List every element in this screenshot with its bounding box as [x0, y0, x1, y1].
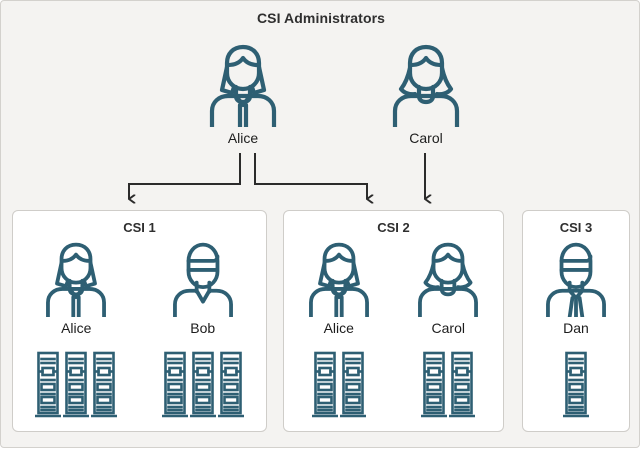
member-label: Dan — [563, 320, 589, 336]
member-alice[interactable]: Alice — [28, 241, 124, 337]
server-rack-icon — [421, 351, 448, 418]
person-female-wavy-hair-icon — [378, 43, 474, 127]
person-female-wavy-hair-icon — [400, 241, 496, 317]
group-members: Dan — [523, 241, 629, 337]
connector-alice-csi2 — [254, 153, 367, 199]
admin-alice[interactable]: Alice — [195, 43, 291, 147]
member-label: Carol — [431, 320, 465, 336]
person-female-long-hair-tie-icon — [28, 241, 124, 317]
person-male-vneck-icon — [155, 241, 251, 317]
member-label: Alice — [61, 320, 92, 336]
server-racks — [284, 351, 503, 419]
member-bob[interactable]: Bob — [155, 241, 251, 337]
admin-carol[interactable]: Carol — [378, 43, 474, 147]
rack-cluster-dan — [528, 351, 624, 419]
server-rack-icon — [91, 351, 118, 418]
group-title: CSI 2 — [377, 220, 410, 235]
person-female-long-hair-tie-icon — [195, 43, 291, 127]
group-panel-csi-1[interactable]: CSI 1 Alice — [12, 210, 267, 432]
rack-cluster-alice — [291, 351, 387, 419]
server-rack-icon — [35, 351, 62, 418]
member-label: Alice — [323, 320, 354, 336]
admin-label: Alice — [227, 130, 259, 146]
server-rack-icon — [217, 351, 244, 418]
group-members: Alice Carol — [284, 241, 503, 337]
person-female-long-hair-tie-icon — [291, 241, 387, 317]
group-members: Alice Bob — [13, 241, 266, 337]
server-rack-icon — [189, 351, 216, 418]
group-title: CSI 3 — [559, 220, 593, 235]
member-dan[interactable]: Dan — [528, 241, 624, 337]
rack-cluster-carol — [400, 351, 496, 419]
rack-cluster-alice — [28, 351, 124, 419]
server-racks — [13, 351, 266, 419]
group-panel-csi-3[interactable]: CSI 3 Dan — [522, 210, 630, 432]
group-title: CSI 1 — [123, 220, 156, 235]
server-rack-icon — [339, 351, 366, 418]
server-rack-icon — [161, 351, 188, 418]
member-carol[interactable]: Carol — [400, 241, 496, 337]
server-rack-icon — [563, 351, 589, 418]
page-title: CSI Administrators — [256, 10, 386, 26]
admin-label: Carol — [409, 130, 443, 146]
member-label: Bob — [190, 320, 216, 336]
person-male-tie-icon — [528, 241, 624, 317]
server-rack-icon — [449, 351, 476, 418]
server-racks — [523, 351, 629, 419]
group-panel-csi-2[interactable]: CSI 2 Alice — [283, 210, 504, 432]
server-rack-icon — [311, 351, 338, 418]
server-rack-icon — [63, 351, 90, 418]
member-alice[interactable]: Alice — [291, 241, 387, 337]
rack-cluster-bob — [155, 351, 251, 419]
connector-alice-csi1 — [129, 153, 241, 199]
